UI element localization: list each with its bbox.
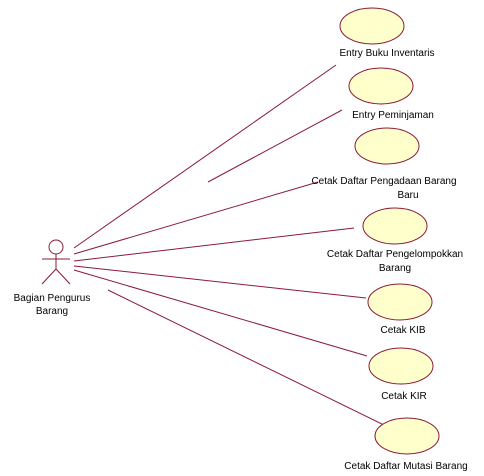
use-case-cetak-daftar-pengelompokkan-barang[interactable]: Cetak Daftar Pengelompokkan Barang xyxy=(327,207,463,274)
use-case-cetak-kir[interactable]: Cetak KIR xyxy=(368,347,434,402)
use-case-label: Entry Buku Inventaris xyxy=(339,48,434,59)
use-case-ellipse xyxy=(374,417,440,455)
use-case-label: Cetak KIR xyxy=(381,391,427,402)
use-case-ellipse xyxy=(354,127,420,165)
association-cetak-daftar-mutasi xyxy=(107,289,385,426)
association-cetak-daftar-pengelompokkan xyxy=(73,227,355,262)
actor-left-leg xyxy=(41,268,57,285)
use-case-cetak-kib[interactable]: Cetak KIB xyxy=(367,283,433,336)
association-entry-buku-inventaris xyxy=(73,64,337,249)
use-case-cetak-daftar-pengadaan-barang-baru[interactable]: Cetak Daftar Pengadaan Barang Baru xyxy=(311,127,457,201)
association-cetak-kir xyxy=(73,269,368,357)
actor-label-line1: Bagian Pengurus xyxy=(14,293,91,304)
use-case-entry-buku-inventaris[interactable]: Entry Buku Inventaris xyxy=(339,7,435,59)
use-case-ellipse xyxy=(348,67,414,105)
actor-right-leg xyxy=(55,268,71,285)
use-case-label-line2: Barang xyxy=(379,263,411,274)
association-cetak-kib xyxy=(73,265,367,299)
associations xyxy=(73,64,385,426)
actor-label-line2: Barang xyxy=(36,306,68,317)
association-entry-peminjaman xyxy=(207,109,343,183)
use-case-label: Cetak KIB xyxy=(380,325,425,336)
actor-bagian-pengurus-barang[interactable]: Bagian Pengurus Barang xyxy=(14,239,91,317)
use-case-label: Entry Peminjaman xyxy=(352,110,434,121)
use-case-label-line2: Baru xyxy=(397,190,418,201)
use-case-ellipse xyxy=(367,283,433,321)
use-case-entry-peminjaman[interactable]: Entry Peminjaman xyxy=(348,67,434,121)
association-cetak-daftar-pengadaan xyxy=(73,181,319,255)
use-case-label-line1: Cetak Daftar Pengadaan Barang xyxy=(311,176,456,187)
actor-head xyxy=(48,239,64,255)
use-case-ellipse xyxy=(339,7,405,45)
use-case-ellipse xyxy=(368,347,434,385)
use-case-label: Cetak Daftar Mutasi Barang xyxy=(344,461,467,472)
use-case-cetak-daftar-mutasi-barang[interactable]: Cetak Daftar Mutasi Barang xyxy=(344,417,468,472)
use-case-label-line1: Cetak Daftar Pengelompokkan xyxy=(327,249,463,260)
use-case-ellipse xyxy=(362,207,428,245)
